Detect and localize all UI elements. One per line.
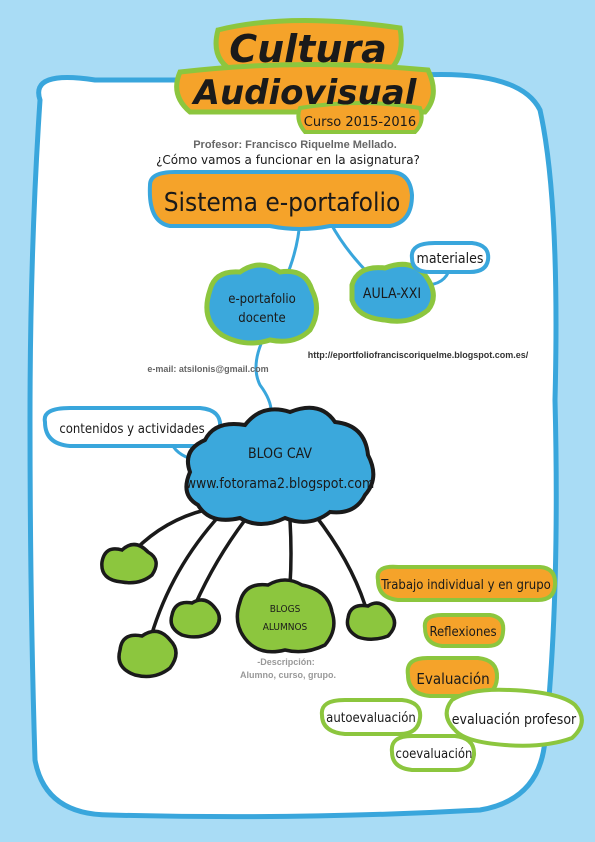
node-coevaluacion: coevaluación <box>389 734 477 772</box>
node-autoevaluacion: autoevaluación <box>319 698 423 736</box>
node-reflexiones: Reflexiones <box>422 613 506 648</box>
node-blog: BLOG CAV www.fotorama2.blogspot.com <box>184 405 376 526</box>
node-trabajo-label: Trabajo individual y en grupo <box>380 578 551 593</box>
student-node-4 <box>345 601 397 641</box>
node-coevaluacion-label: coevaluación <box>396 747 473 762</box>
portfolio-url-link[interactable]: http://eportfoliofranciscoriquelme.blogs… <box>308 350 529 360</box>
node-reflexiones-label: Reflexiones <box>429 625 496 640</box>
node-evaluacion-label: Evaluación <box>416 670 489 688</box>
descripcion-detail: Alumno, curso, grupo. <box>240 670 336 680</box>
student-node-1 <box>100 542 158 585</box>
node-blog-url[interactable]: www.fotorama2.blogspot.com <box>186 476 375 492</box>
node-evaluacion: Evaluación <box>405 655 500 698</box>
title-badge: Cultura Audiovisual Curso 2015-2016 <box>174 18 436 134</box>
node-blog-label1: BLOG CAV <box>248 446 312 462</box>
link-blog-blogs <box>288 519 293 586</box>
link-blog-node1 <box>133 508 206 552</box>
course-label: Curso 2015-2016 <box>304 115 416 130</box>
node-aula: AULA-XXI <box>349 261 436 324</box>
question-label: ¿Cómo vamos a funcionar en la asignatura… <box>156 153 420 167</box>
node-blogs-label2: ALUMNOS <box>263 622 308 633</box>
node-contenidos: contenidos y actividades <box>42 406 223 448</box>
node-evaluacion-profesor: evaluación profesor <box>444 687 584 748</box>
student-node-2 <box>117 629 178 679</box>
node-materiales: materiales <box>409 241 491 274</box>
descripcion-label: -Descripción: <box>257 657 315 667</box>
node-materiales-label: materiales <box>417 251 484 267</box>
link-blog-node4 <box>313 513 367 606</box>
email-link[interactable]: e-mail: atsilonis@gmail.com <box>147 364 268 374</box>
node-eportafolio-label1: e-portafolio <box>228 292 295 307</box>
node-aula-label: AULA-XXI <box>363 286 421 302</box>
node-sistema: Sistema e-portafolio <box>147 170 415 231</box>
node-contenidos-label: contenidos y actividades <box>59 422 204 437</box>
node-blogs-label1: BLOGS <box>270 604 301 615</box>
node-autoevaluacion-label: autoevaluación <box>326 711 416 726</box>
student-node-3 <box>169 598 222 639</box>
link-blog-node3 <box>193 518 247 606</box>
node-sistema-label: Sistema e-portafolio <box>164 188 401 218</box>
title-line2: Audiovisual <box>191 73 418 113</box>
title-line1: Cultura <box>229 27 387 71</box>
node-blogs-alumnos: BLOGS ALUMNOS <box>235 578 336 654</box>
node-trabajo: Trabajo individual y en grupo <box>375 564 558 602</box>
professor-label: Profesor: Francisco Riquelme Mellado. <box>193 139 397 151</box>
node-eportafolio-label2: docente <box>238 311 285 326</box>
node-evaluacion-profesor-label: evaluación profesor <box>452 712 577 728</box>
node-eportafolio: e-portafolio docente <box>204 262 319 346</box>
student-blog-nodes <box>100 542 397 679</box>
link-blog-node2 <box>148 513 222 641</box>
